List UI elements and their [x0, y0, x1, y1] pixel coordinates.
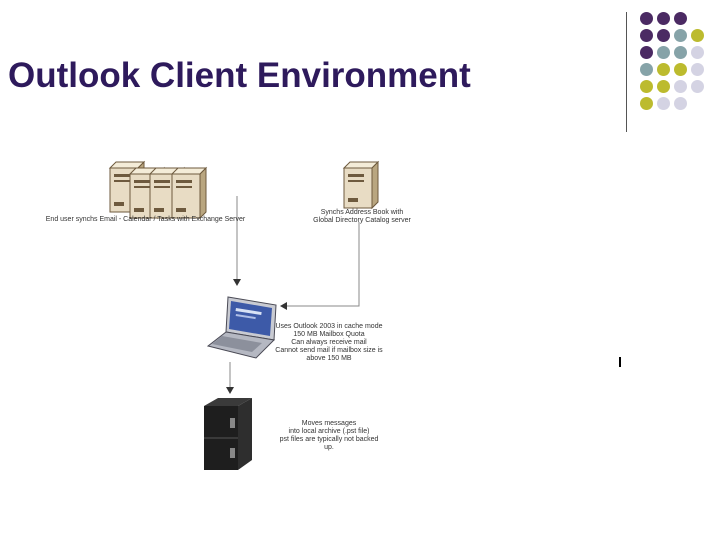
decorative-dot: [674, 63, 687, 76]
decorative-dot: [691, 63, 704, 76]
label-line: Can always receive mail: [291, 339, 367, 346]
decorative-dot: [674, 97, 687, 110]
label-line: Synchs Address Book with: [320, 209, 404, 216]
connector-gal-to-laptop: [280, 222, 360, 310]
exchange-server-label: End user synchs Email - Calendar / Tasks…: [45, 216, 246, 223]
decorative-dot: [640, 63, 653, 76]
label-line: pst files are typically not backed: [279, 436, 379, 443]
decorative-dot: [640, 97, 653, 110]
decorative-dot: [640, 80, 653, 93]
decorative-dot: [657, 80, 670, 93]
decorative-dot: [674, 80, 687, 93]
decorative-dot: [657, 63, 670, 76]
decorative-dot: [657, 97, 670, 110]
decorative-dot: [691, 29, 704, 42]
decorative-dot: [657, 29, 670, 42]
server-cluster-icon: [108, 160, 208, 220]
file-cabinet-icon: [204, 398, 252, 470]
decorative-dot: [674, 29, 687, 42]
label-line: 150 MB Mailbox Quota: [293, 331, 365, 338]
file-cabinet-label: Moves messages into local archive (.pst …: [276, 420, 382, 452]
label-line: Moves messages: [301, 420, 357, 427]
decorative-dot: [657, 46, 670, 59]
label-line: above 150 MB: [306, 355, 352, 362]
decorative-dot: [640, 46, 653, 59]
server-icon: [342, 160, 380, 210]
label-line: Cannot send mail if mailbox size is: [275, 347, 383, 354]
decorative-dot: [674, 46, 687, 59]
label-line: Global Directory Catalog server: [313, 217, 411, 224]
gal-server-label: Synchs Address Book with Global Director…: [304, 209, 420, 225]
title-divider-line: [626, 12, 627, 132]
decorative-dot: [691, 80, 704, 93]
label-line: Uses Outlook 2003 in cache mode: [275, 323, 383, 330]
label-line: into local archive (.pst file): [288, 428, 370, 435]
decorative-dot: [640, 29, 653, 42]
laptop-icon: [206, 296, 277, 359]
decorative-dot: [691, 46, 704, 59]
slide-title: Outlook Client Environment: [8, 56, 471, 95]
decorative-dot: [674, 12, 687, 25]
laptop-label: Uses Outlook 2003 in cache mode 150 MB M…: [270, 323, 388, 363]
label-line: up.: [324, 444, 334, 451]
decorative-dot-grid: [0, 0, 720, 140]
decorative-dot: [640, 12, 653, 25]
decorative-dot: [657, 12, 670, 25]
text-cursor-mark: [619, 357, 621, 367]
